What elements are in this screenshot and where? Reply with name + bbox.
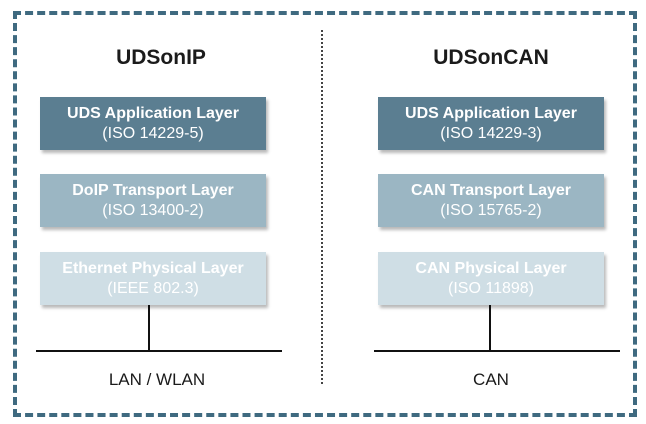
layer-name: UDS Application Layer xyxy=(405,104,577,122)
right-column-title: UDSonCAN xyxy=(433,46,549,69)
layer-standard: (ISO 14229-3) xyxy=(440,124,542,142)
left-network-bus-line xyxy=(36,350,282,352)
left-column-title: UDSonIP xyxy=(116,46,206,69)
left-transport-layer: DoIP Transport Layer (ISO 13400-2) xyxy=(40,174,266,227)
right-physical-layer: CAN Physical Layer (ISO 11898) xyxy=(378,252,604,305)
layer-standard: (ISO 14229-5) xyxy=(102,124,204,142)
layer-name: CAN Physical Layer xyxy=(415,259,567,277)
right-network-label: CAN xyxy=(473,370,509,389)
layer-name: CAN Transport Layer xyxy=(410,181,572,199)
right-connector-line xyxy=(489,305,491,351)
dashed-border-frame xyxy=(13,11,637,417)
layer-name: UDS Application Layer xyxy=(67,104,239,122)
right-network-bus-line xyxy=(374,350,620,352)
layer-standard: (ISO 15765-2) xyxy=(440,201,542,219)
layer-standard: (IEEE 802.3) xyxy=(107,279,199,297)
column-divider xyxy=(321,30,323,384)
right-transport-layer: CAN Transport Layer (ISO 15765-2) xyxy=(378,174,604,227)
left-application-layer: UDS Application Layer (ISO 14229-5) xyxy=(40,97,266,150)
layer-standard: (ISO 13400-2) xyxy=(102,201,204,219)
right-application-layer: UDS Application Layer (ISO 14229-3) xyxy=(378,97,604,150)
layer-name: Ethernet Physical Layer xyxy=(62,259,244,277)
left-physical-layer: Ethernet Physical Layer (IEEE 802.3) xyxy=(40,252,266,305)
left-connector-line xyxy=(148,305,150,351)
left-network-label: LAN / WLAN xyxy=(108,370,206,389)
layer-name: DoIP Transport Layer xyxy=(72,181,234,199)
layer-standard: (ISO 11898) xyxy=(448,279,534,297)
